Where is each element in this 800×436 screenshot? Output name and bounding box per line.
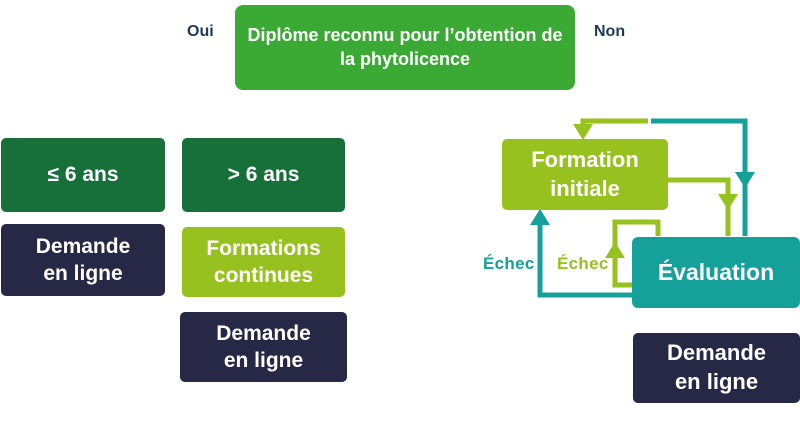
node-initial-training: Formation initiale (502, 139, 668, 210)
continuous-training-line2: continues (213, 264, 314, 287)
connector-evaluation-to-formation (537, 213, 632, 298)
online-request-1-line2: en ligne (43, 262, 123, 285)
fail-label-retry-evaluation: Échec (557, 254, 609, 273)
online-request-3-line2: en ligne (674, 369, 759, 394)
node-diploma-title-line2: la phytolicence (339, 48, 471, 69)
online-request-3-line1: Demande (666, 340, 767, 366)
arrowhead-formation-to-evaluation (718, 194, 738, 210)
condition-over-6-years-label: > 6 ans (227, 163, 300, 187)
branch-label-no: Non (594, 23, 626, 40)
connector-no-to-evaluation (651, 118, 748, 236)
initial-training-line2: initiale (550, 175, 620, 201)
node-online-request-1: Demande en ligne (1, 224, 165, 296)
arrowhead-no-to-formation-initiale (573, 124, 593, 140)
node-diploma-title-line1: Diplôme reconnu pour l’obtention de (247, 25, 563, 46)
node-online-request-2: Demande en ligne (180, 312, 347, 382)
arrowhead-evaluation-to-formation (530, 209, 550, 225)
node-diploma-recognized: Diplôme reconnu pour l’obtention de la p… (235, 5, 575, 90)
condition-under-6-years-label: ≤ 6 ans (47, 163, 119, 187)
branch-label-yes: Oui (187, 23, 214, 40)
fail-label-back-to-training: Échec (483, 254, 535, 273)
connector-formation-to-evaluation (668, 177, 731, 236)
node-online-request-3: Demande en ligne (633, 333, 800, 403)
online-request-2-line2: en ligne (223, 349, 304, 372)
evaluation-label: Évaluation (657, 258, 775, 285)
node-condition-over-6-years: > 6 ans (182, 138, 345, 212)
node-condition-under-6-years: ≤ 6 ans (1, 138, 165, 212)
connector-no-to-formation-initiale (580, 118, 648, 130)
node-evaluation: Évaluation (632, 237, 800, 308)
online-request-1-line1: Demande (35, 234, 131, 258)
continuous-training-line1: Formations (206, 236, 321, 260)
initial-training-line1: Formation (531, 146, 639, 172)
connector-evaluation-retry-loop (612, 219, 661, 288)
node-continuous-training: Formations continues (182, 227, 345, 297)
arrowhead-evaluation-retry-loop (605, 242, 625, 258)
online-request-2-line1: Demande (216, 321, 311, 345)
arrowhead-no-to-evaluation (735, 172, 755, 188)
